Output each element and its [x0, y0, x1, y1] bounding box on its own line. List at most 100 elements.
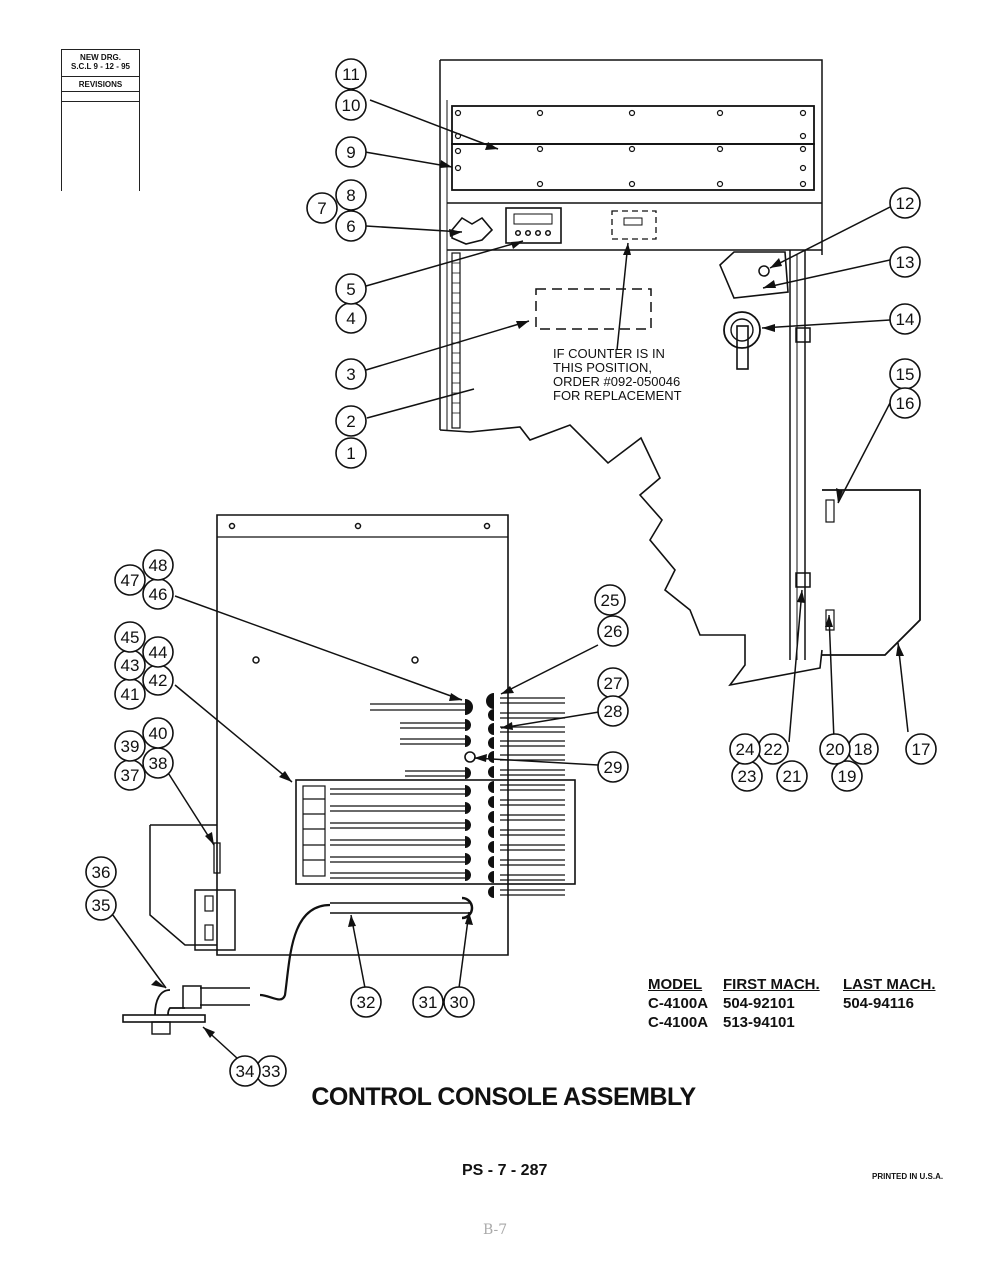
callout-number: 34	[236, 1062, 255, 1081]
callout-balloon: 27	[597, 667, 629, 699]
callout-balloon: 40	[142, 717, 174, 749]
callout-number: 15	[896, 365, 915, 384]
callout-balloons: 1234567891011121314151617181920212223242…	[85, 58, 937, 1087]
callout-number: 22	[764, 740, 783, 759]
callout-circle	[114, 564, 146, 596]
callout-number: 42	[149, 671, 168, 690]
callout-number: 4	[346, 309, 355, 328]
callout-balloon: 32	[350, 986, 382, 1018]
model-table: MODEL FIRST MACH. LAST MACH. C-4100A 504…	[648, 975, 953, 1032]
callout-balloon: 25	[594, 584, 626, 616]
callout-number: 45	[121, 628, 140, 647]
callout-number: 24	[736, 740, 755, 759]
callout-number: 6	[346, 217, 355, 236]
counter-replacement-note: IF COUNTER IS IN THIS POSITION, ORDER #0…	[553, 347, 682, 403]
callout-number: 47	[121, 571, 140, 590]
callout-balloon: 5	[335, 273, 367, 305]
callout-number: 41	[121, 685, 140, 704]
callout-balloon: 17	[905, 733, 937, 765]
callout-number: 14	[896, 310, 915, 329]
callout-number: 43	[121, 656, 140, 675]
callout-circle	[142, 717, 174, 749]
callout-balloon: 24	[729, 733, 761, 765]
callout-number: 21	[783, 767, 802, 786]
callout-balloon: 47	[114, 564, 146, 596]
model-table-row: C-4100A 513-94101	[648, 1013, 953, 1032]
callout-balloon: 41	[114, 678, 146, 710]
callout-balloon: 7	[306, 192, 338, 224]
callout-circle	[335, 273, 367, 305]
callout-number: 18	[854, 740, 873, 759]
callout-circle	[85, 856, 117, 888]
callout-number: 27	[604, 674, 623, 693]
revision-block: NEW DRG. S.C.L 9 - 12 - 95 REVISIONS	[61, 49, 140, 191]
revisions-row-divider	[61, 91, 140, 102]
callout-circle	[306, 192, 338, 224]
callout-circle	[819, 733, 851, 765]
callout-balloon: 48	[142, 549, 174, 581]
callout-circle	[889, 303, 921, 335]
callout-number: 5	[346, 280, 355, 299]
callout-number: 30	[450, 993, 469, 1012]
callout-number: 36	[92, 863, 111, 882]
callout-balloon: 43	[114, 649, 146, 681]
callout-number: 10	[342, 96, 361, 115]
callout-balloon: 9	[335, 136, 367, 168]
callout-balloon: 19	[831, 760, 863, 792]
callout-circle	[114, 730, 146, 762]
callout-balloon: 42	[142, 664, 174, 696]
callout-balloon: 8	[335, 179, 367, 211]
callout-number: 37	[121, 766, 140, 785]
callout-circle	[594, 584, 626, 616]
callout-number: 11	[342, 65, 360, 84]
callout-circle	[350, 986, 382, 1018]
callout-number: 17	[912, 740, 931, 759]
callout-balloon: 14	[889, 303, 921, 335]
callout-number: 7	[317, 199, 326, 218]
callout-balloon: 3	[335, 358, 367, 390]
new-drawing-label: NEW DRG.	[80, 53, 121, 62]
callout-balloon: 34	[229, 1055, 261, 1087]
callout-balloon: 31	[412, 986, 444, 1018]
callout-number: 39	[121, 737, 140, 756]
header-last-mach: LAST MACH.	[843, 976, 936, 993]
cell-model: C-4100A	[648, 1014, 709, 1031]
callout-circle	[335, 405, 367, 437]
callout-number: 40	[149, 724, 168, 743]
callout-number: 33	[262, 1062, 281, 1081]
callout-circle	[335, 179, 367, 211]
callout-balloon: 18	[847, 733, 879, 765]
callout-number: 1	[346, 444, 355, 463]
drawing-title-text: CONTROL CONSOLE ASSEMBLY	[311, 1083, 696, 1111]
callout-circle	[335, 136, 367, 168]
callout-circle	[597, 695, 629, 727]
callout-circle	[335, 58, 367, 90]
page-number: PS - 7 - 287	[462, 1162, 548, 1179]
callout-number: 26	[604, 622, 623, 641]
note-line: FOR REPLACEMENT	[553, 388, 682, 403]
callout-balloon: 16	[889, 387, 921, 419]
drawing-title: CONTROL CONSOLE ASSEMBLY	[0, 1083, 995, 1112]
callout-circle	[412, 986, 444, 1018]
callout-balloon: 20	[819, 733, 851, 765]
callout-balloon: 23	[731, 760, 763, 792]
callout-number: 19	[838, 767, 857, 786]
callout-circle	[114, 621, 146, 653]
note-line: ORDER #092-050046	[553, 374, 681, 389]
callout-number: 48	[149, 556, 168, 575]
callout-circle	[597, 615, 629, 647]
callout-circle	[85, 889, 117, 921]
callout-balloon: 46	[142, 578, 174, 610]
callout-number: 3	[346, 365, 355, 384]
callout-circle	[776, 760, 808, 792]
callout-circle	[335, 437, 367, 469]
model-table-row: C-4100A 504-92101 504-94116	[648, 994, 953, 1013]
callout-number: 8	[346, 186, 355, 205]
callout-circle	[335, 89, 367, 121]
printed-in-label: PRINTED IN U.S.A.	[872, 1172, 944, 1181]
callout-circle	[831, 760, 863, 792]
header-first-mach: FIRST MACH.	[723, 976, 820, 993]
callout-circle	[335, 358, 367, 390]
note-line: THIS POSITION,	[553, 360, 652, 375]
callout-balloon: 21	[776, 760, 808, 792]
